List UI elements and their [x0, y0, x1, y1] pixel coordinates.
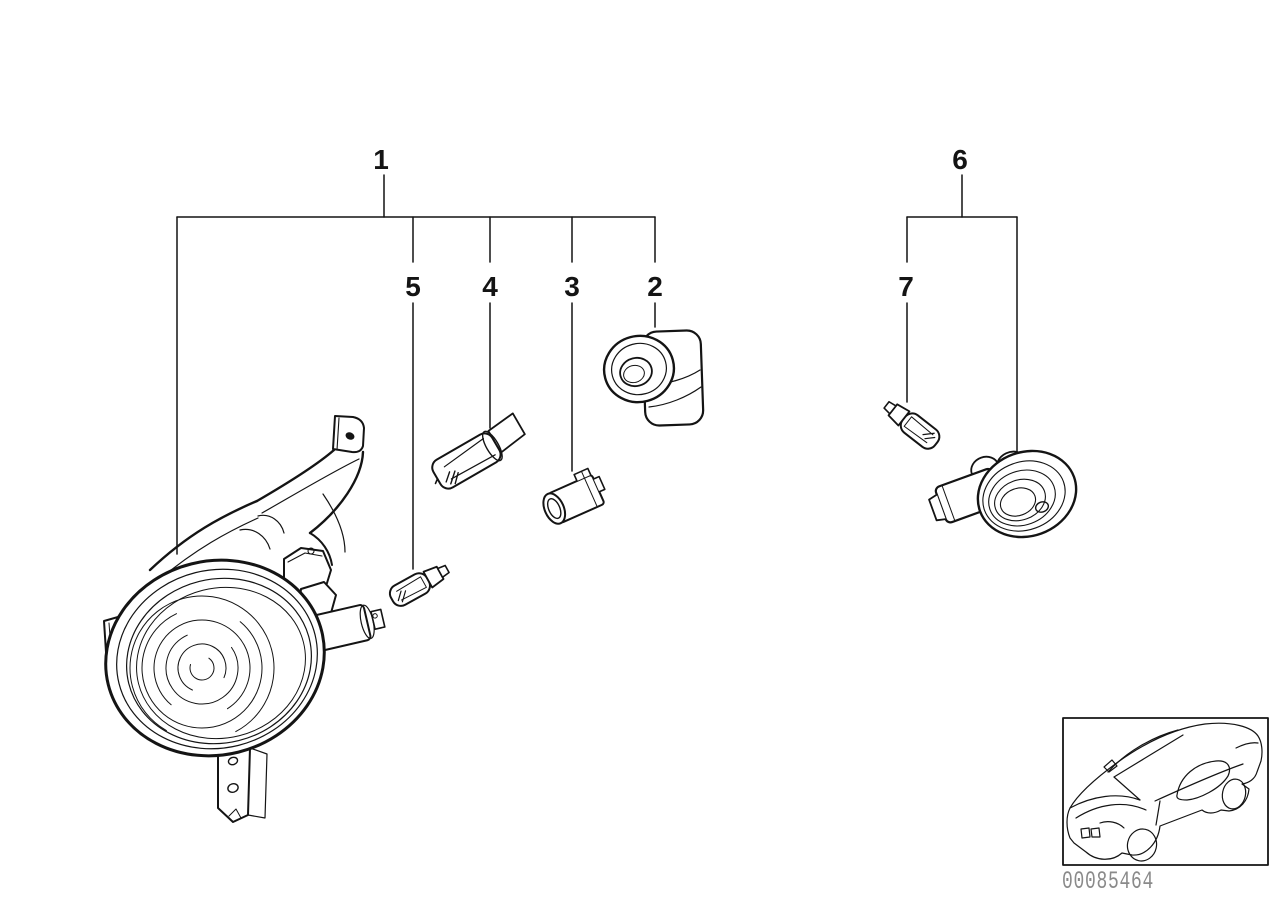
side-marker-lens [976, 449, 1078, 539]
callout-label-4[interactable]: 4 [482, 271, 498, 302]
car-locator-thumbnail [1062, 717, 1269, 866]
fog-lamp-housing [148, 448, 365, 580]
callout-label-5[interactable]: 5 [405, 271, 421, 302]
car-outline [1066, 722, 1263, 862]
callout-label-2[interactable]: 2 [647, 271, 663, 302]
callout-label-6[interactable]: 6 [952, 144, 968, 175]
tab-bolt-hole [345, 432, 355, 440]
part-2-elbow-bulb-socket [602, 329, 705, 427]
part-5-wedge-bulb [385, 558, 454, 611]
fog-lamp-lens [104, 558, 326, 758]
callout-group-6-lines [906, 174, 1018, 453]
part-4-halogen-bulb [431, 412, 526, 490]
callout-label-3[interactable]: 3 [564, 271, 580, 302]
fresnel-rings [129, 595, 275, 741]
thumbnail-frame [1062, 717, 1269, 866]
fog-lamp-mounting-tab [332, 415, 365, 454]
callout-group-1-lines [176, 174, 656, 570]
part-6-side-marker-lamp [928, 449, 1078, 539]
part-7-wedge-bulb [878, 395, 944, 454]
part-3-bulb-holder [542, 467, 606, 525]
callout-label-7[interactable]: 7 [898, 271, 914, 302]
image-number: 00085464 [1062, 867, 1154, 896]
part-1-fog-lamp-assembly [103, 415, 386, 823]
callout-label-1[interactable]: 1 [373, 144, 389, 175]
